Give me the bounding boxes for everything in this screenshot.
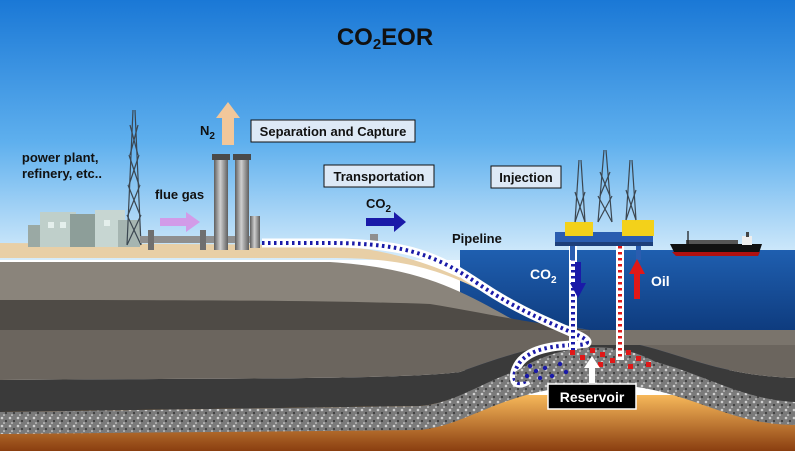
seabed bbox=[590, 330, 795, 345]
co2-transport-arrow bbox=[366, 212, 406, 232]
land-surface bbox=[0, 243, 590, 330]
injection-box: Injection bbox=[490, 165, 562, 189]
upper-stratum-dark bbox=[0, 300, 590, 330]
injection-label: Injection bbox=[499, 170, 553, 185]
smokestack-icon bbox=[212, 154, 251, 250]
co2-injection-arrow bbox=[570, 262, 586, 298]
co2-injection-sub: 2 bbox=[551, 275, 557, 286]
separation-label: Separation and Capture bbox=[260, 124, 407, 139]
title-main: CO bbox=[337, 24, 373, 51]
power-plant-icon bbox=[28, 210, 140, 247]
n2-label: N2 bbox=[200, 123, 215, 142]
n2-sub: 2 bbox=[209, 131, 215, 142]
page-title: CO2EOR bbox=[337, 24, 433, 53]
reservoir-box: Reservoir bbox=[547, 383, 637, 410]
reservoir-label: Reservoir bbox=[560, 389, 625, 405]
dark-band bbox=[0, 340, 795, 412]
power-plant-line2: refinery, etc.. bbox=[22, 166, 102, 181]
pipeline-label: Pipeline bbox=[452, 231, 502, 246]
co2-transport-main: CO bbox=[366, 196, 386, 211]
pipeline-junction bbox=[370, 234, 378, 244]
power-plant-label: power plant, refinery, etc.. bbox=[22, 150, 102, 181]
n2-arrow bbox=[216, 102, 240, 145]
tanker-ship-icon bbox=[670, 231, 762, 256]
oil-production-arrow bbox=[629, 259, 645, 299]
transportation-label: Transportation bbox=[333, 169, 424, 184]
flue-gas-label: flue gas bbox=[155, 187, 204, 202]
co2-injection-label: CO2 bbox=[530, 266, 557, 286]
title-tail: EOR bbox=[381, 24, 433, 51]
co2-transport-sub: 2 bbox=[386, 204, 392, 215]
co2-injection-main: CO bbox=[530, 266, 551, 282]
reservoir-arrow bbox=[584, 356, 600, 383]
derrick-icon bbox=[126, 109, 142, 246]
production-well bbox=[616, 240, 624, 360]
title-sub: 2 bbox=[373, 36, 381, 53]
n2-main: N bbox=[200, 123, 209, 138]
separation-box: Separation and Capture bbox=[250, 119, 416, 143]
transportation-box: Transportation bbox=[323, 164, 435, 188]
offshore-platform-icon bbox=[555, 149, 654, 260]
power-plant-line1: power plant, bbox=[22, 150, 99, 165]
flue-gas-arrow bbox=[160, 212, 200, 232]
co2-particles bbox=[524, 361, 569, 381]
flue-pipes bbox=[140, 216, 260, 250]
oil-label: Oil bbox=[651, 273, 670, 289]
co2-transport-label: CO2 bbox=[366, 196, 392, 215]
oil-particles bbox=[570, 348, 651, 369]
